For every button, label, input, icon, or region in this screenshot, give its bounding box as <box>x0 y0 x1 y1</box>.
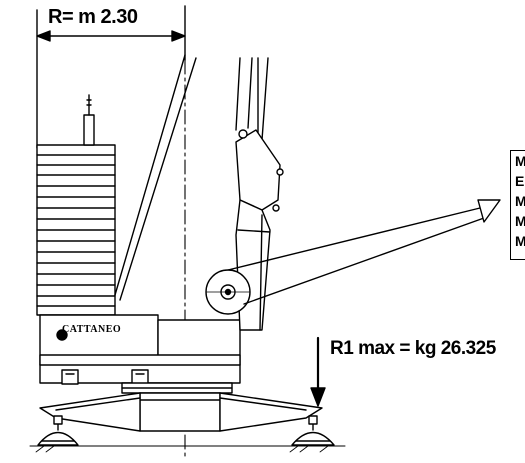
slewing-ring <box>121 382 233 432</box>
legend-line: E <box>515 173 525 189</box>
superstructure <box>39 314 241 385</box>
outrigger-pads <box>37 415 335 446</box>
radius-dimension <box>36 5 186 149</box>
radius-label: R= m 2.30 <box>48 6 138 28</box>
reaction-label: R1 max = kg 26.325 <box>330 338 496 359</box>
winch-drum <box>205 269 251 315</box>
legend-line: M <box>515 233 525 249</box>
pull-arrow <box>227 199 501 305</box>
legend-line: M <box>515 213 525 229</box>
legend-line: M <box>515 193 525 209</box>
logo-text: CATTANEO <box>62 324 122 335</box>
legend-box: M E M M M <box>510 150 525 260</box>
tower-mast <box>114 54 197 301</box>
ground-line <box>29 445 346 453</box>
outriggers <box>39 392 323 432</box>
reaction-arrow <box>310 336 326 407</box>
cattaneo-logo <box>56 329 68 341</box>
legend-line: M <box>515 153 525 169</box>
counterweight <box>36 94 116 316</box>
